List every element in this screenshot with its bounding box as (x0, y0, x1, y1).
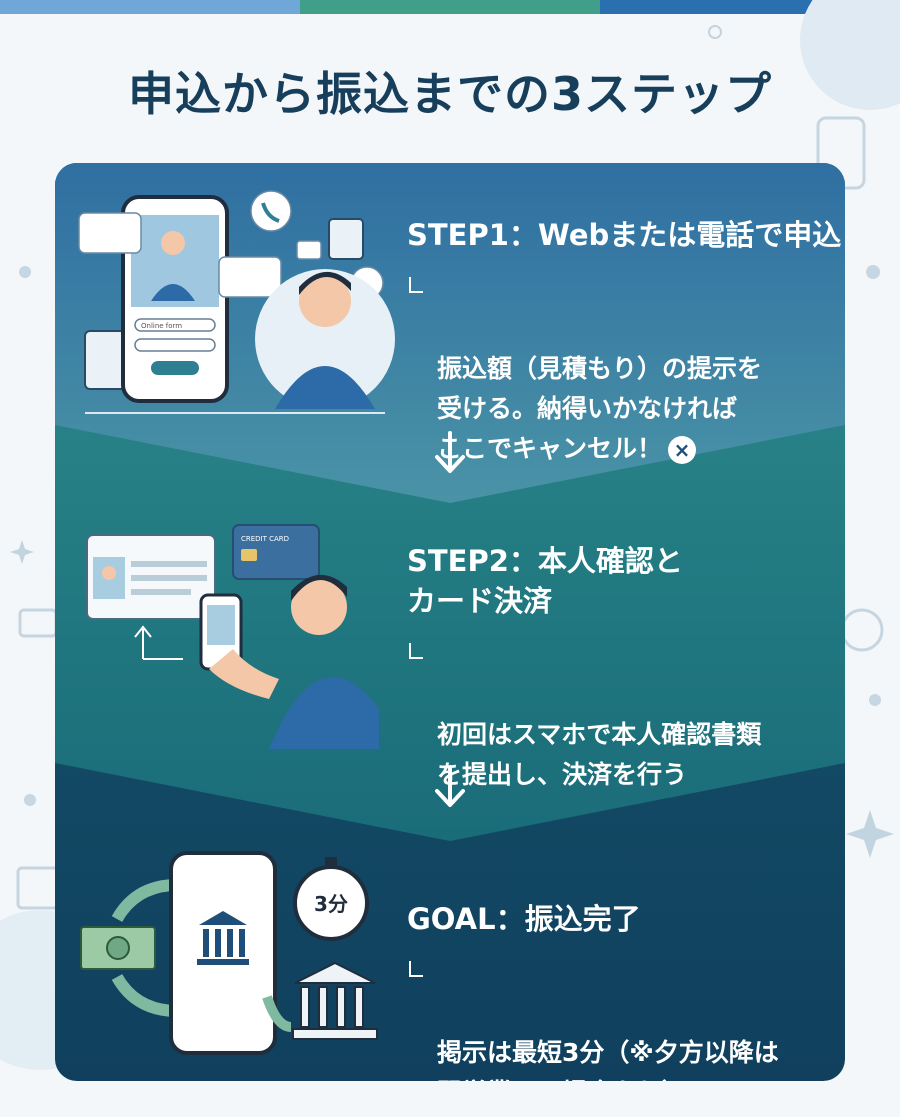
bank-pillar (215, 929, 221, 957)
goal-text: GOAL：振込完了 掲示は最短3分（※夕方以降は 翌営業日の場合あり） (407, 899, 779, 1081)
sparkle-icon (846, 810, 894, 858)
goal-description-block: 掲示は最短3分（※夕方以降は 翌営業日の場合あり） (407, 953, 779, 1081)
person-head (299, 275, 351, 327)
goal-description: 掲示は最短3分（※夕方以降は 翌営業日の場合あり） (437, 1038, 779, 1081)
transfer-arrow-icon (262, 995, 292, 1032)
document-outline-icon (16, 866, 60, 910)
person-body (151, 284, 195, 301)
form-field (134, 338, 216, 352)
id-photo-head (102, 566, 116, 580)
bank-pillar (336, 986, 346, 1028)
chat-icon (296, 240, 322, 260)
corner-bullet-icon (409, 643, 423, 659)
form-field (134, 318, 216, 332)
bg-dot (24, 794, 36, 806)
step1-section-bg (55, 163, 845, 503)
bg-dot (19, 266, 31, 278)
bank-transfer-illustration: 3分 (80, 851, 378, 1055)
step2-description-block: 初回はスマホで本人確認書類 を提出し、決済を行う (407, 635, 761, 795)
down-arrow-icon (435, 431, 465, 473)
credit-card-icon (232, 524, 320, 580)
down-arrow-icon (435, 765, 465, 807)
banknote-icon (106, 936, 130, 960)
id-field (131, 589, 191, 595)
top-bar-segment (0, 0, 300, 14)
bank-pillar (354, 986, 364, 1028)
phone-frame (169, 851, 277, 1055)
corner-bullet-icon (409, 277, 423, 293)
bg-blob (800, 0, 900, 110)
person-head (291, 579, 347, 635)
corner-arrow-icon (134, 625, 183, 660)
step2-title: STEP2：本人確認と カード決済 (407, 544, 683, 618)
bank-pillar (318, 986, 328, 1028)
bank-base (197, 959, 249, 965)
person-hair (291, 574, 347, 601)
card-label: CREDIT CARD (241, 535, 289, 543)
step2-text: STEP2：本人確認と カード決済 初回はスマホで本人確認書類 を提出し、決済を… (407, 541, 761, 795)
phone-application-illustration: Online form (78, 190, 395, 414)
bank-building-icon (294, 961, 376, 984)
phone-call-icon (250, 190, 292, 232)
card-outline-icon (18, 608, 58, 638)
calculator-icon (328, 218, 364, 260)
bank-icon (199, 911, 247, 925)
bank-base (292, 1028, 378, 1040)
bank-pillar (203, 929, 209, 957)
steps-card: Online form STEP1：Webまたは電話で申込 振込額（見積もり）の… (55, 163, 845, 1081)
bank-pillar (300, 986, 310, 1028)
step1-description-block: 振込額（見積もり）の提示を 受ける。納得いかなければ ここでキャンセル！× (407, 269, 841, 469)
bg-dot (866, 265, 880, 279)
timer-label: 3分 (314, 892, 348, 916)
bg-dot (708, 25, 722, 39)
speech-bubble-icon (218, 256, 282, 298)
step1-text: STEP1：Webまたは電話で申込 振込額（見積もり）の提示を 受ける。納得いか… (407, 215, 841, 469)
sparkle-icon (10, 540, 34, 564)
avatar-circle (255, 269, 395, 409)
form-label: Online form (141, 322, 182, 330)
corner-bullet-icon (409, 961, 423, 977)
phone-call-icon (261, 202, 280, 223)
id-field (131, 561, 207, 567)
speech-bubble-icon (78, 212, 142, 254)
cancel-icon: × (668, 436, 697, 464)
smartphone-screen (207, 605, 235, 645)
step2-description: 初回はスマホで本人確認書類 を提出し、決済を行う (437, 720, 762, 789)
card-chip (241, 549, 257, 561)
person-hand (209, 649, 279, 699)
person-body (269, 677, 379, 749)
submit-button-graphic (151, 361, 199, 375)
page-title: 申込から振込までの3ステップ (127, 67, 772, 121)
goal-title: GOAL：振込完了 (407, 902, 641, 936)
step1-description: 振込額（見積もり）の提示を 受ける。納得いかなければ ここでキャンセル！ (437, 354, 763, 463)
bank-pillar (239, 929, 245, 957)
top-bar-segment (300, 0, 600, 14)
person-body (275, 366, 375, 409)
id-verification-illustration: CREDIT CARD (86, 524, 379, 749)
step1-title: STEP1：Webまたは電話で申込 (407, 218, 842, 252)
person-head (161, 231, 185, 255)
bg-dot (869, 694, 881, 706)
id-field (131, 575, 207, 581)
bank-pillar (227, 929, 233, 957)
stopwatch-icon (325, 857, 337, 867)
dollar-coin-icon (840, 608, 884, 652)
person-hair (299, 271, 351, 295)
